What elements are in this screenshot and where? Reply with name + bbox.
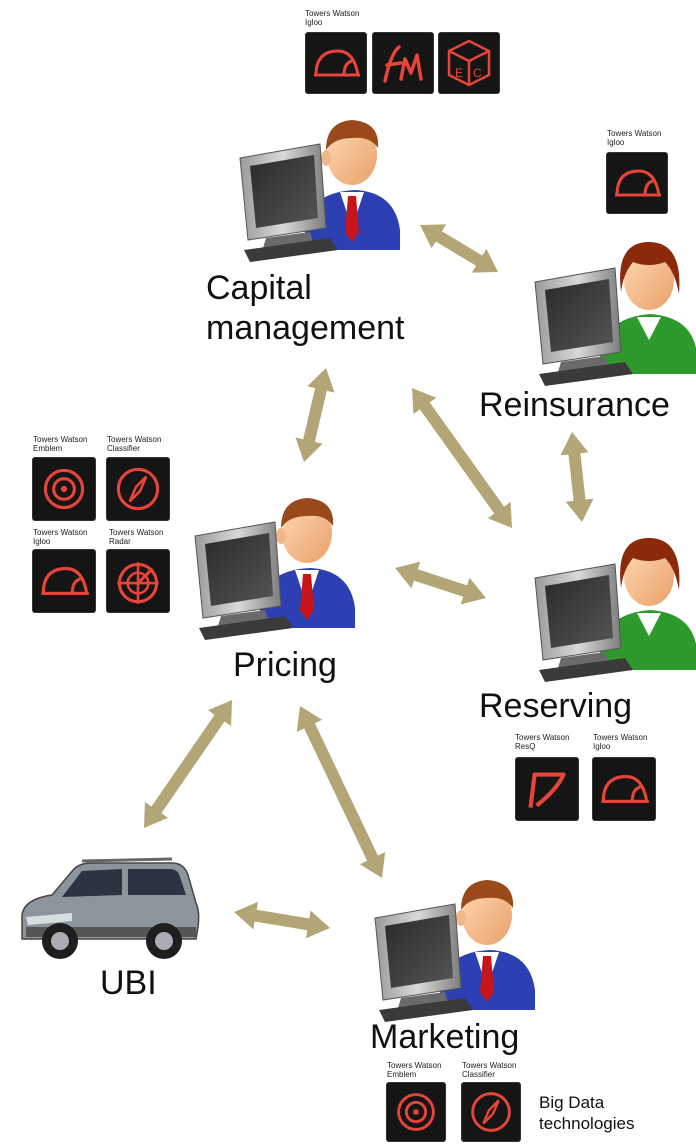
compass-icon: [107, 458, 169, 520]
reinsurance-user-icon: [534, 241, 696, 387]
igloo-icon: [306, 33, 366, 93]
pricing-igloo-caption: Towers Watson Igloo: [33, 528, 88, 546]
pricing-label: Pricing: [233, 646, 337, 684]
capital-management-user-icon: [239, 119, 401, 263]
pricing-user-icon: [194, 497, 356, 641]
car-icon: [21, 857, 200, 959]
emblem-target-icon: [387, 1083, 445, 1141]
big-data-technologies-note: Big Data technologies: [539, 1093, 635, 1133]
pricing-classifier-caption: Towers Watson Classifier: [107, 435, 162, 453]
marketing-emblem-caption: Towers Watson Emblem: [387, 1061, 442, 1079]
emblem-target-icon: [33, 458, 95, 520]
capital-igloo-caption: Towers Watson Igloo: [305, 9, 360, 27]
reserving-igloo-caption: Towers Watson Igloo: [593, 733, 648, 751]
arrow-pricing-marketing: [296, 706, 386, 878]
arrow-capital-pricing: [295, 368, 335, 462]
capital-management-label: Capital management: [206, 269, 405, 347]
igloo-icon: [607, 153, 667, 213]
marketing-user-icon: [374, 879, 536, 1023]
reserving-user-icon: [534, 537, 696, 683]
marketing-classifier-caption: Towers Watson Classifier: [462, 1061, 517, 1079]
arrow-pricing-ubi: [144, 700, 232, 828]
igloo-icon: [33, 550, 95, 612]
arrow-reinsurance-reserving: [560, 432, 594, 522]
svg-text:C: C: [473, 66, 482, 80]
igloo-icon: [593, 758, 655, 820]
svg-text:E: E: [455, 66, 463, 80]
compass-icon: [462, 1083, 520, 1141]
arrow-capital-reserving: [412, 388, 512, 528]
pricing-radar-caption: Towers Watson Radar: [109, 528, 164, 546]
arrow-capital-reinsurance: [420, 224, 498, 273]
reinsurance-igloo-caption: Towers Watson Igloo: [607, 129, 662, 147]
reserving-label: Reserving: [479, 687, 633, 725]
pricing-emblem-caption: Towers Watson Emblem: [33, 435, 88, 453]
marketing-label: Marketing: [370, 1018, 520, 1056]
arrow-pricing-reserving: [395, 561, 486, 605]
fm-icon: [373, 33, 433, 93]
arrow-ubi-marketing: [234, 901, 330, 939]
reinsurance-label: Reinsurance: [479, 386, 670, 424]
resq-icon: [516, 758, 578, 820]
radar-icon: [107, 550, 169, 612]
reserving-resq-caption: Towers Watson ResQ: [515, 733, 570, 751]
ubi-label: UBI: [100, 964, 157, 1002]
